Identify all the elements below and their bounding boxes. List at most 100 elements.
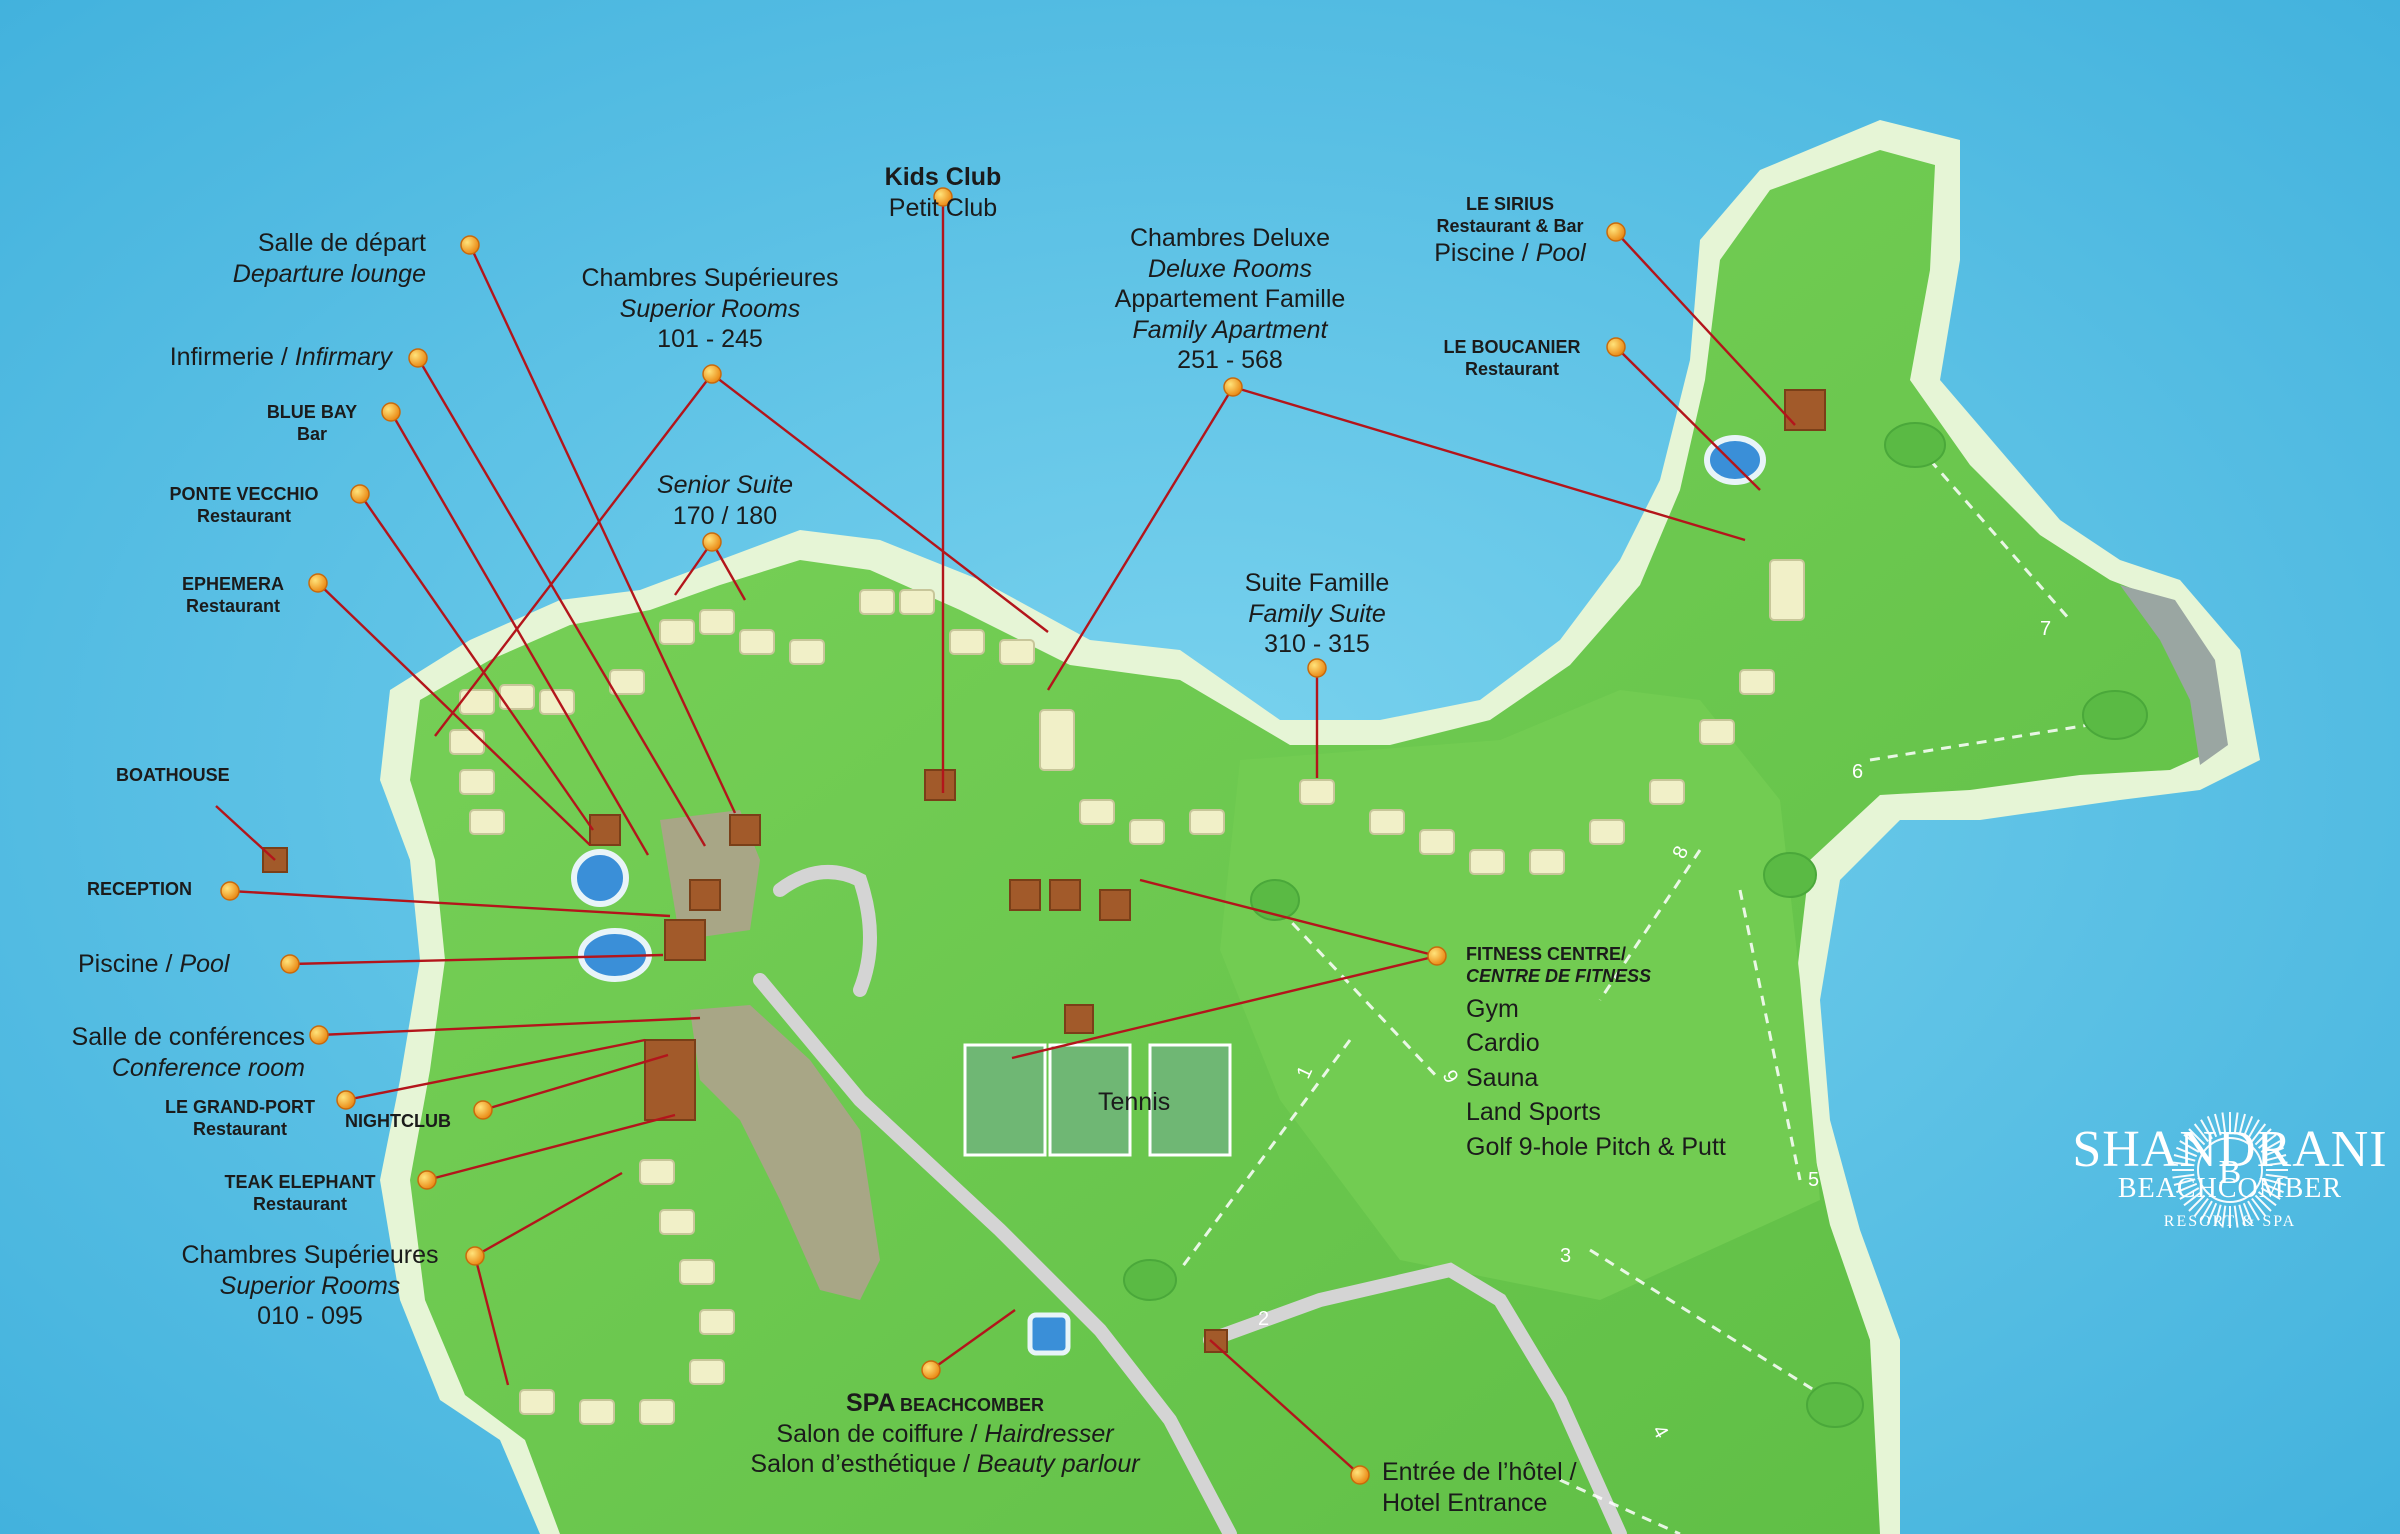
superior-north-fr: Chambres Supérieures — [581, 264, 839, 292]
golf-hole-6: 6 — [1852, 761, 1863, 783]
brand-tag: RESORT & SPA — [2163, 1213, 2297, 1230]
deluxe-fr: Chambres Deluxe — [1129, 224, 1331, 252]
blue-bay-sub: Bar — [296, 423, 327, 444]
label-ephemera[interactable]: EPHEMERA Restaurant — [148, 574, 318, 618]
sunburst-ray — [2173, 1178, 2196, 1186]
sunburst-ray — [2260, 1187, 2281, 1200]
pin-family-suite[interactable] — [1307, 658, 1327, 678]
sunburst-ray — [2206, 1202, 2218, 1224]
sunburst-ray — [2173, 1154, 2196, 1162]
sunburst-ray — [2264, 1178, 2287, 1186]
infirmary-fr: Infirmerie / — [169, 343, 295, 371]
pin-entrance[interactable] — [1350, 1465, 1370, 1485]
label-pool[interactable]: Piscine / Pool — [78, 949, 229, 980]
sunburst-ray — [2238, 1113, 2246, 1136]
label-spa[interactable]: SPA BEACHCOMBER Salon de coiffure / Hair… — [710, 1388, 1180, 1480]
label-departure[interactable]: Salle de départ Departure lounge — [170, 228, 426, 289]
label-boathouse[interactable]: BOATHOUSE — [116, 765, 230, 787]
sunburst-ray — [2251, 1123, 2267, 1143]
boucanier-sub: Restaurant — [1464, 358, 1560, 379]
superior-south-en: Superior Rooms — [219, 1271, 401, 1300]
ephemera-title: EPHEMERA — [181, 574, 284, 594]
deluxe-nums: 251 - 568 — [1177, 346, 1283, 374]
sunburst-ray — [2262, 1146, 2284, 1158]
pin-senior-suite[interactable] — [702, 532, 722, 552]
pin-kids-club[interactable] — [933, 187, 953, 207]
villas — [449, 559, 1805, 1425]
blue-bay-title: BLUE BAY — [266, 402, 358, 422]
label-grand-port[interactable]: LE GRAND-PORT Restaurant — [140, 1097, 340, 1141]
pool-north — [571, 849, 629, 907]
label-family-suite[interactable]: Suite Famille Family Suite 310 - 315 — [1192, 568, 1442, 660]
sunburst-ray — [2265, 1173, 2288, 1179]
pin-nightclub[interactable] — [473, 1100, 493, 1120]
golf-hole-3: 3 — [1560, 1245, 1571, 1267]
golf-area — [1220, 690, 1820, 1300]
sunburst-ray — [2221, 1205, 2227, 1228]
pin-departure[interactable] — [460, 235, 480, 255]
departure-en: Departure lounge — [232, 259, 426, 288]
label-conference[interactable]: Salle de conférences Conference room — [20, 1022, 305, 1083]
label-tennis[interactable]: Tennis — [1098, 1087, 1170, 1118]
teak-elephant-sub: Restaurant — [252, 1193, 348, 1214]
label-superior-south[interactable]: Chambres Supérieures Superior Rooms 010 … — [160, 1240, 460, 1332]
pin-boucanier[interactable] — [1606, 337, 1626, 357]
boathouse-title: BOATHOUSE — [116, 765, 230, 785]
sunburst-ray — [2242, 1202, 2254, 1224]
kids-club-title: Kids Club — [884, 163, 1002, 191]
boucanier-title: LE BOUCANIER — [1443, 337, 1581, 357]
label-kids-club[interactable]: Kids Club Petit Club — [863, 162, 1023, 223]
sunburst-ray — [2254, 1128, 2272, 1146]
entrance-en: Hotel Entrance — [1382, 1488, 1548, 1517]
pin-conference[interactable] — [309, 1025, 329, 1045]
sunburst-ray — [2176, 1182, 2198, 1194]
golf-hole-7: 7 — [2040, 618, 2051, 640]
fitness-item-cardio: Cardio — [1466, 1029, 1540, 1058]
label-teak-elephant[interactable]: TEAK ELEPHANT Restaurant — [200, 1172, 400, 1216]
label-blue-bay[interactable]: BLUE BAY Bar — [232, 402, 392, 446]
label-deluxe[interactable]: Chambres Deluxe Deluxe Rooms Appartement… — [1080, 223, 1380, 376]
superior-south-fr: Chambres Supérieures — [181, 1241, 439, 1269]
label-sirius[interactable]: LE SIRIUS Restaurant & Bar Piscine / Poo… — [1400, 194, 1620, 268]
label-superior-north[interactable]: Chambres Supérieures Superior Rooms 101 … — [560, 263, 860, 355]
label-infirmary[interactable]: Infirmerie / Infirmary — [90, 342, 392, 373]
ponte-vecchio-title: PONTE VECCHIO — [169, 484, 319, 504]
pin-fitness[interactable] — [1427, 946, 1447, 966]
pin-superior-north[interactable] — [702, 364, 722, 384]
pin-pool[interactable] — [280, 954, 300, 974]
spa-title: SPA — [845, 1389, 896, 1417]
rocks-east — [2120, 585, 2228, 765]
pin-spa[interactable] — [921, 1360, 941, 1380]
pin-infirmary[interactable] — [408, 348, 428, 368]
label-entrance[interactable]: Entrée de l’hôtel / Hotel Entrance — [1382, 1457, 1577, 1518]
senior-suite-en: Senior Suite — [656, 471, 794, 499]
label-nightclub[interactable]: NIGHTCLUB — [345, 1111, 451, 1133]
pin-superior-south[interactable] — [465, 1246, 485, 1266]
label-senior-suite[interactable]: Senior Suite 170 / 180 — [600, 470, 850, 531]
sunburst-ray — [2183, 1133, 2203, 1149]
pin-teak-elephant[interactable] — [417, 1170, 437, 1190]
label-boucanier[interactable]: LE BOUCANIER Restaurant — [1412, 337, 1612, 381]
golf-hole-2: 2 — [1258, 1308, 1269, 1330]
sunburst-ray — [2254, 1194, 2272, 1212]
infirmary-en: Infirmary — [294, 343, 392, 371]
label-reception[interactable]: RECEPTION — [87, 879, 192, 901]
pin-ephemera[interactable] — [308, 573, 328, 593]
label-fitness[interactable]: FITNESS CENTRE/ CENTRE DE FITNESS Gym Ca… — [1466, 944, 1726, 1162]
label-ponte-vecchio[interactable]: PONTE VECCHIO Restaurant — [138, 484, 350, 528]
sunburst-ray — [2172, 1161, 2195, 1167]
sunburst-ray — [2233, 1112, 2239, 1135]
pin-deluxe[interactable] — [1223, 377, 1243, 397]
pin-reception[interactable] — [220, 881, 240, 901]
pin-grand-port[interactable] — [336, 1090, 356, 1110]
sirius-pool-en: Pool — [1535, 238, 1586, 267]
pin-blue-bay[interactable] — [381, 402, 401, 422]
pin-ponte-vecchio[interactable] — [350, 484, 370, 504]
sunburst-ray — [2188, 1194, 2206, 1212]
brand-sub: BEACHCOMBER — [2117, 1173, 2343, 1204]
superior-north-en: Superior Rooms — [619, 294, 801, 323]
sunburst-ray — [2183, 1191, 2203, 1207]
pin-sirius[interactable] — [1606, 222, 1626, 242]
sunburst-ray — [2247, 1119, 2260, 1140]
sunburst-ray — [2206, 1116, 2218, 1138]
